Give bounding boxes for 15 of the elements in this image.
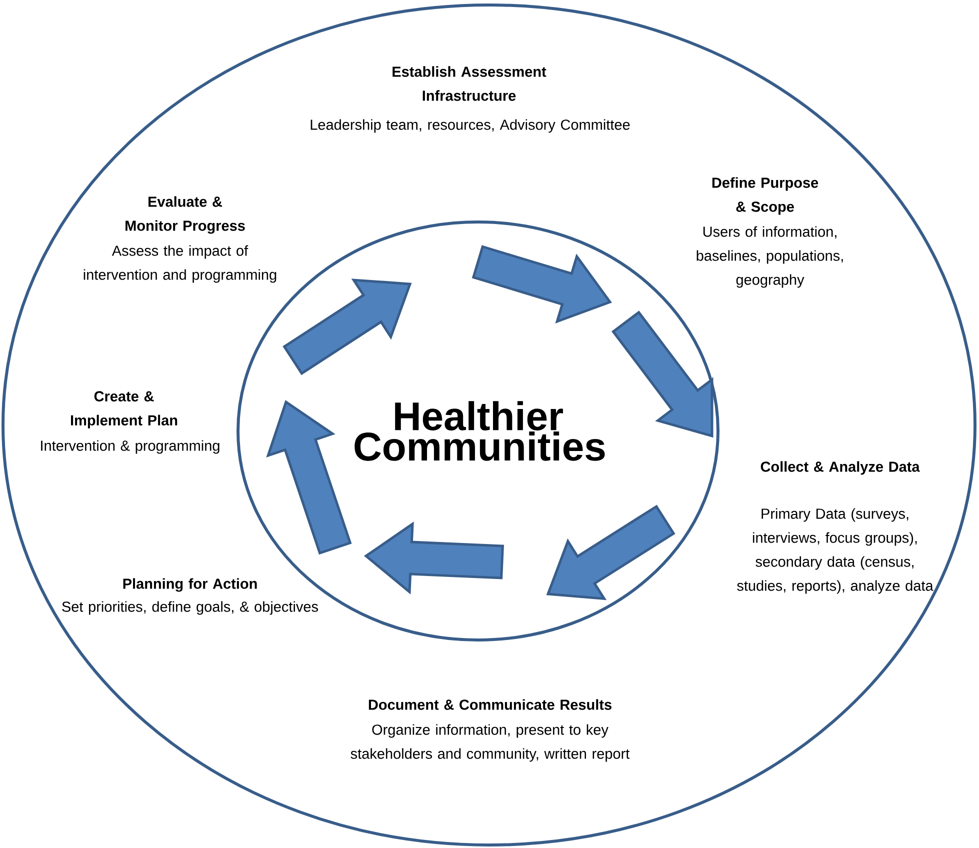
stage-heading: Evaluate & Monitor Progress: [126, 196, 245, 234]
stage-description: Assess the impact of intervention and programming: [84, 245, 276, 283]
stage-description: Set priorities, define goals, & objectives: [62, 601, 318, 615]
stage-heading: Planning for Action: [123, 578, 257, 592]
stage-description: Organize information, present to key stakeholders and community, written report: [350, 724, 630, 762]
stage-heading: Collect & Analyze Data: [760, 461, 920, 475]
stage-description: Leadership team, resources, Advisory Committee: [310, 119, 630, 133]
stage-heading: Define Purpose & Scope: [712, 177, 818, 215]
stage-heading: Document & Communicate Results: [368, 699, 612, 710]
stage-heading: Create & Implement Plan: [71, 391, 178, 428]
stage-heading: Establish Assessment Infrastructure: [392, 66, 546, 101]
stage-description: Intervention & programming: [41, 440, 220, 454]
stage-description: Users of information, baselines, populations, geography: [696, 226, 843, 288]
stage-description: Primary Data (surveys, interviews, focus groups), secondary data (census, studies, reports), analyze data: [737, 508, 934, 594]
outer-circle: [2, 3, 977, 846]
